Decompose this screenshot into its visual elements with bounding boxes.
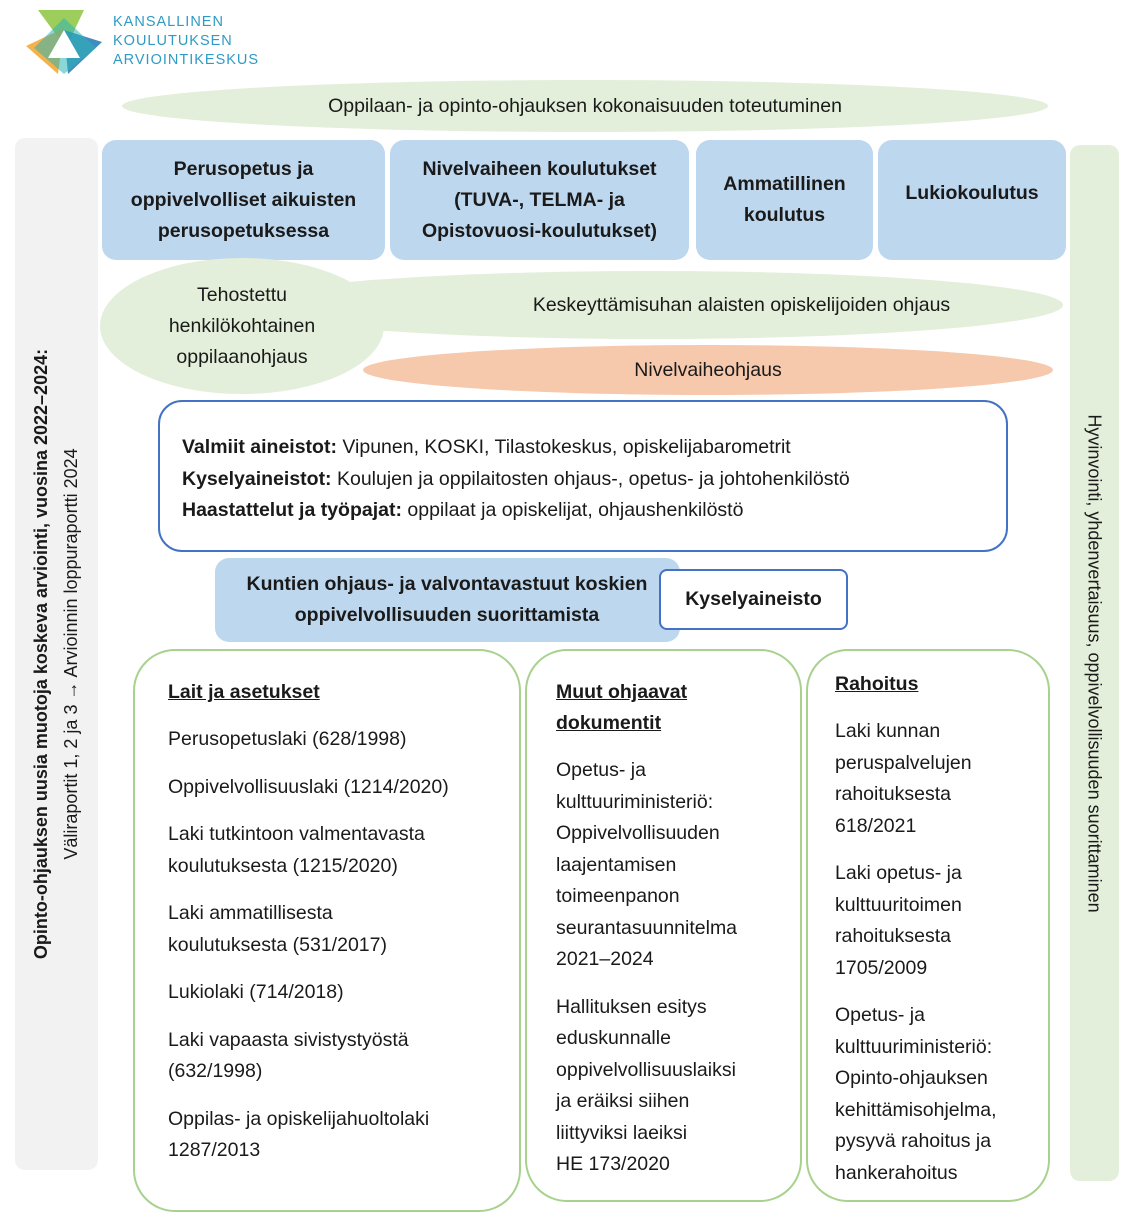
left-sidebar-text: Opinto-ohjauksen uusia muotoja koskeva a…: [27, 349, 87, 959]
education-box-upper-secondary: Lukiokoulutus: [878, 140, 1066, 260]
list-item: Lukiolaki (714/2018): [168, 981, 344, 1003]
list-item: Opetus- ja kulttuuriministeriö: Opinto-o…: [835, 1004, 997, 1184]
overall-goal-label: Oppilaan- ja opinto-ohjauksen kokonaisuu…: [328, 94, 842, 117]
list-item: Hallituksen esitys eduskunnalle oppivelv…: [556, 995, 736, 1176]
survey-box: Kyselyaineisto: [659, 569, 848, 630]
source-line: Haastattelut ja työpajat: oppilaat ja op…: [182, 495, 1006, 527]
list-item: Oppilas- ja opiskelijahuoltolaki 1287/20…: [168, 1107, 430, 1162]
logo: [24, 8, 104, 76]
documents-title: Muut ohjaavat dokumentit: [556, 681, 688, 734]
logo-text: KANSALLINEN KOULUTUKSEN ARVIOINTIKESKUS: [113, 13, 259, 70]
education-box-label: Ammatillinen koulutus: [723, 173, 846, 226]
laws-column: Lait ja asetukset Perusopetuslaki (628/1…: [133, 649, 521, 1212]
education-box-label: Lukiokoulutus: [905, 182, 1039, 204]
overall-goal-ellipse: Oppilaan- ja opinto-ohjauksen kokonaisuu…: [122, 80, 1048, 132]
education-box-vocational: Ammatillinen koulutus: [696, 140, 873, 260]
transition-guidance-label: Nivelvaiheohjaus: [634, 358, 782, 381]
logo-line: ARVIOINTIKESKUS: [113, 52, 260, 68]
municipal-label: Kuntien ohjaus- ja valvontavastuut koski…: [246, 573, 648, 626]
right-sidebar: Hyvinvointi, yhdenvertaisuus, oppivelvol…: [1070, 145, 1119, 1181]
documents-column: Muut ohjaavat dokumentit Opetus- ja kult…: [525, 649, 802, 1202]
survey-label: Kyselyaineisto: [685, 588, 822, 610]
laws-title: Lait ja asetukset: [168, 681, 320, 703]
data-sources-box: Valmiit aineistot: Vipunen, KOSKI, Tilas…: [158, 400, 1008, 552]
triangle-logo-icon: [26, 10, 102, 74]
list-item: Perusopetuslaki (628/1998): [168, 728, 407, 750]
list-item: Laki vapaasta sivistystyöstä (632/1998): [168, 1028, 409, 1083]
list-item: Laki tutkintoon valmentavasta koulutukse…: [168, 823, 425, 877]
education-box-label: Perusopetus ja oppivelvolliset aikuisten…: [130, 157, 357, 242]
list-item: Laki ammatillisesta koulutuksesta (531/2…: [168, 902, 387, 956]
enhanced-guidance-ellipse: Tehostettu henkilökohtainen oppilaanohja…: [100, 258, 384, 394]
list-item: Oppivelvollisuuslaki (1214/2020): [168, 775, 449, 798]
source-text: Vipunen, KOSKI, Tilastokeskus, opiskelij…: [336, 436, 791, 458]
left-sidebar: Opinto-ohjauksen uusia muotoja koskeva a…: [15, 138, 98, 1170]
source-label: Kyselyaineistot:: [182, 467, 332, 490]
municipal-box: Kuntien ohjaus- ja valvontavastuut koski…: [215, 558, 680, 642]
right-sidebar-label: Hyvinvointi, yhdenvertaisuus, oppivelvol…: [1085, 413, 1105, 913]
list-item: Laki kunnan peruspalvelujen rahoituksest…: [835, 720, 972, 837]
source-label: Valmiit aineistot:: [182, 436, 337, 458]
funding-title: Rahoitus: [835, 673, 919, 695]
source-line: Valmiit aineistot: Vipunen, KOSKI, Tilas…: [182, 432, 1006, 464]
source-line: Kyselyaineistot: Koulujen ja oppilaitost…: [182, 464, 1006, 496]
source-text: Koulujen ja oppilaitosten ohjaus-, opetu…: [331, 467, 850, 490]
dropout-guidance-label: Keskeyttämisuhan alaisten opiskelijoiden…: [532, 293, 951, 316]
education-box-label: Nivelvaiheen koulutukset (TUVA-, TELMA- …: [421, 157, 658, 242]
funding-column: Rahoitus Laki kunnan peruspalvelujen rah…: [806, 649, 1050, 1202]
logo-line: KANSALLINEN: [113, 14, 224, 30]
enhanced-guidance-label: Tehostettu henkilökohtainen oppilaanohja…: [168, 283, 316, 368]
source-text: oppilaat ja opiskelijat, ohjaushenkilöst…: [401, 499, 744, 521]
education-box-transition: Nivelvaiheen koulutukset (TUVA-, TELMA- …: [390, 140, 689, 260]
source-label: Haastattelut ja työpajat:: [182, 499, 402, 521]
evaluation-subtitle: Väliraportit 1, 2 ja 3 → Arvioinnin lopp…: [61, 448, 82, 860]
transition-guidance-ellipse: Nivelvaiheohjaus: [363, 345, 1053, 395]
list-item: Opetus- ja kulttuuriministeriö: Oppivelv…: [556, 759, 738, 970]
logo-line: KOULUTUKSEN: [113, 33, 233, 49]
list-item: Laki opetus- ja kulttuuritoimen rahoituk…: [835, 862, 962, 979]
evaluation-title: Opinto-ohjauksen uusia muotoja koskeva a…: [31, 348, 52, 960]
education-box-basic: Perusopetus ja oppivelvolliset aikuisten…: [102, 140, 385, 260]
